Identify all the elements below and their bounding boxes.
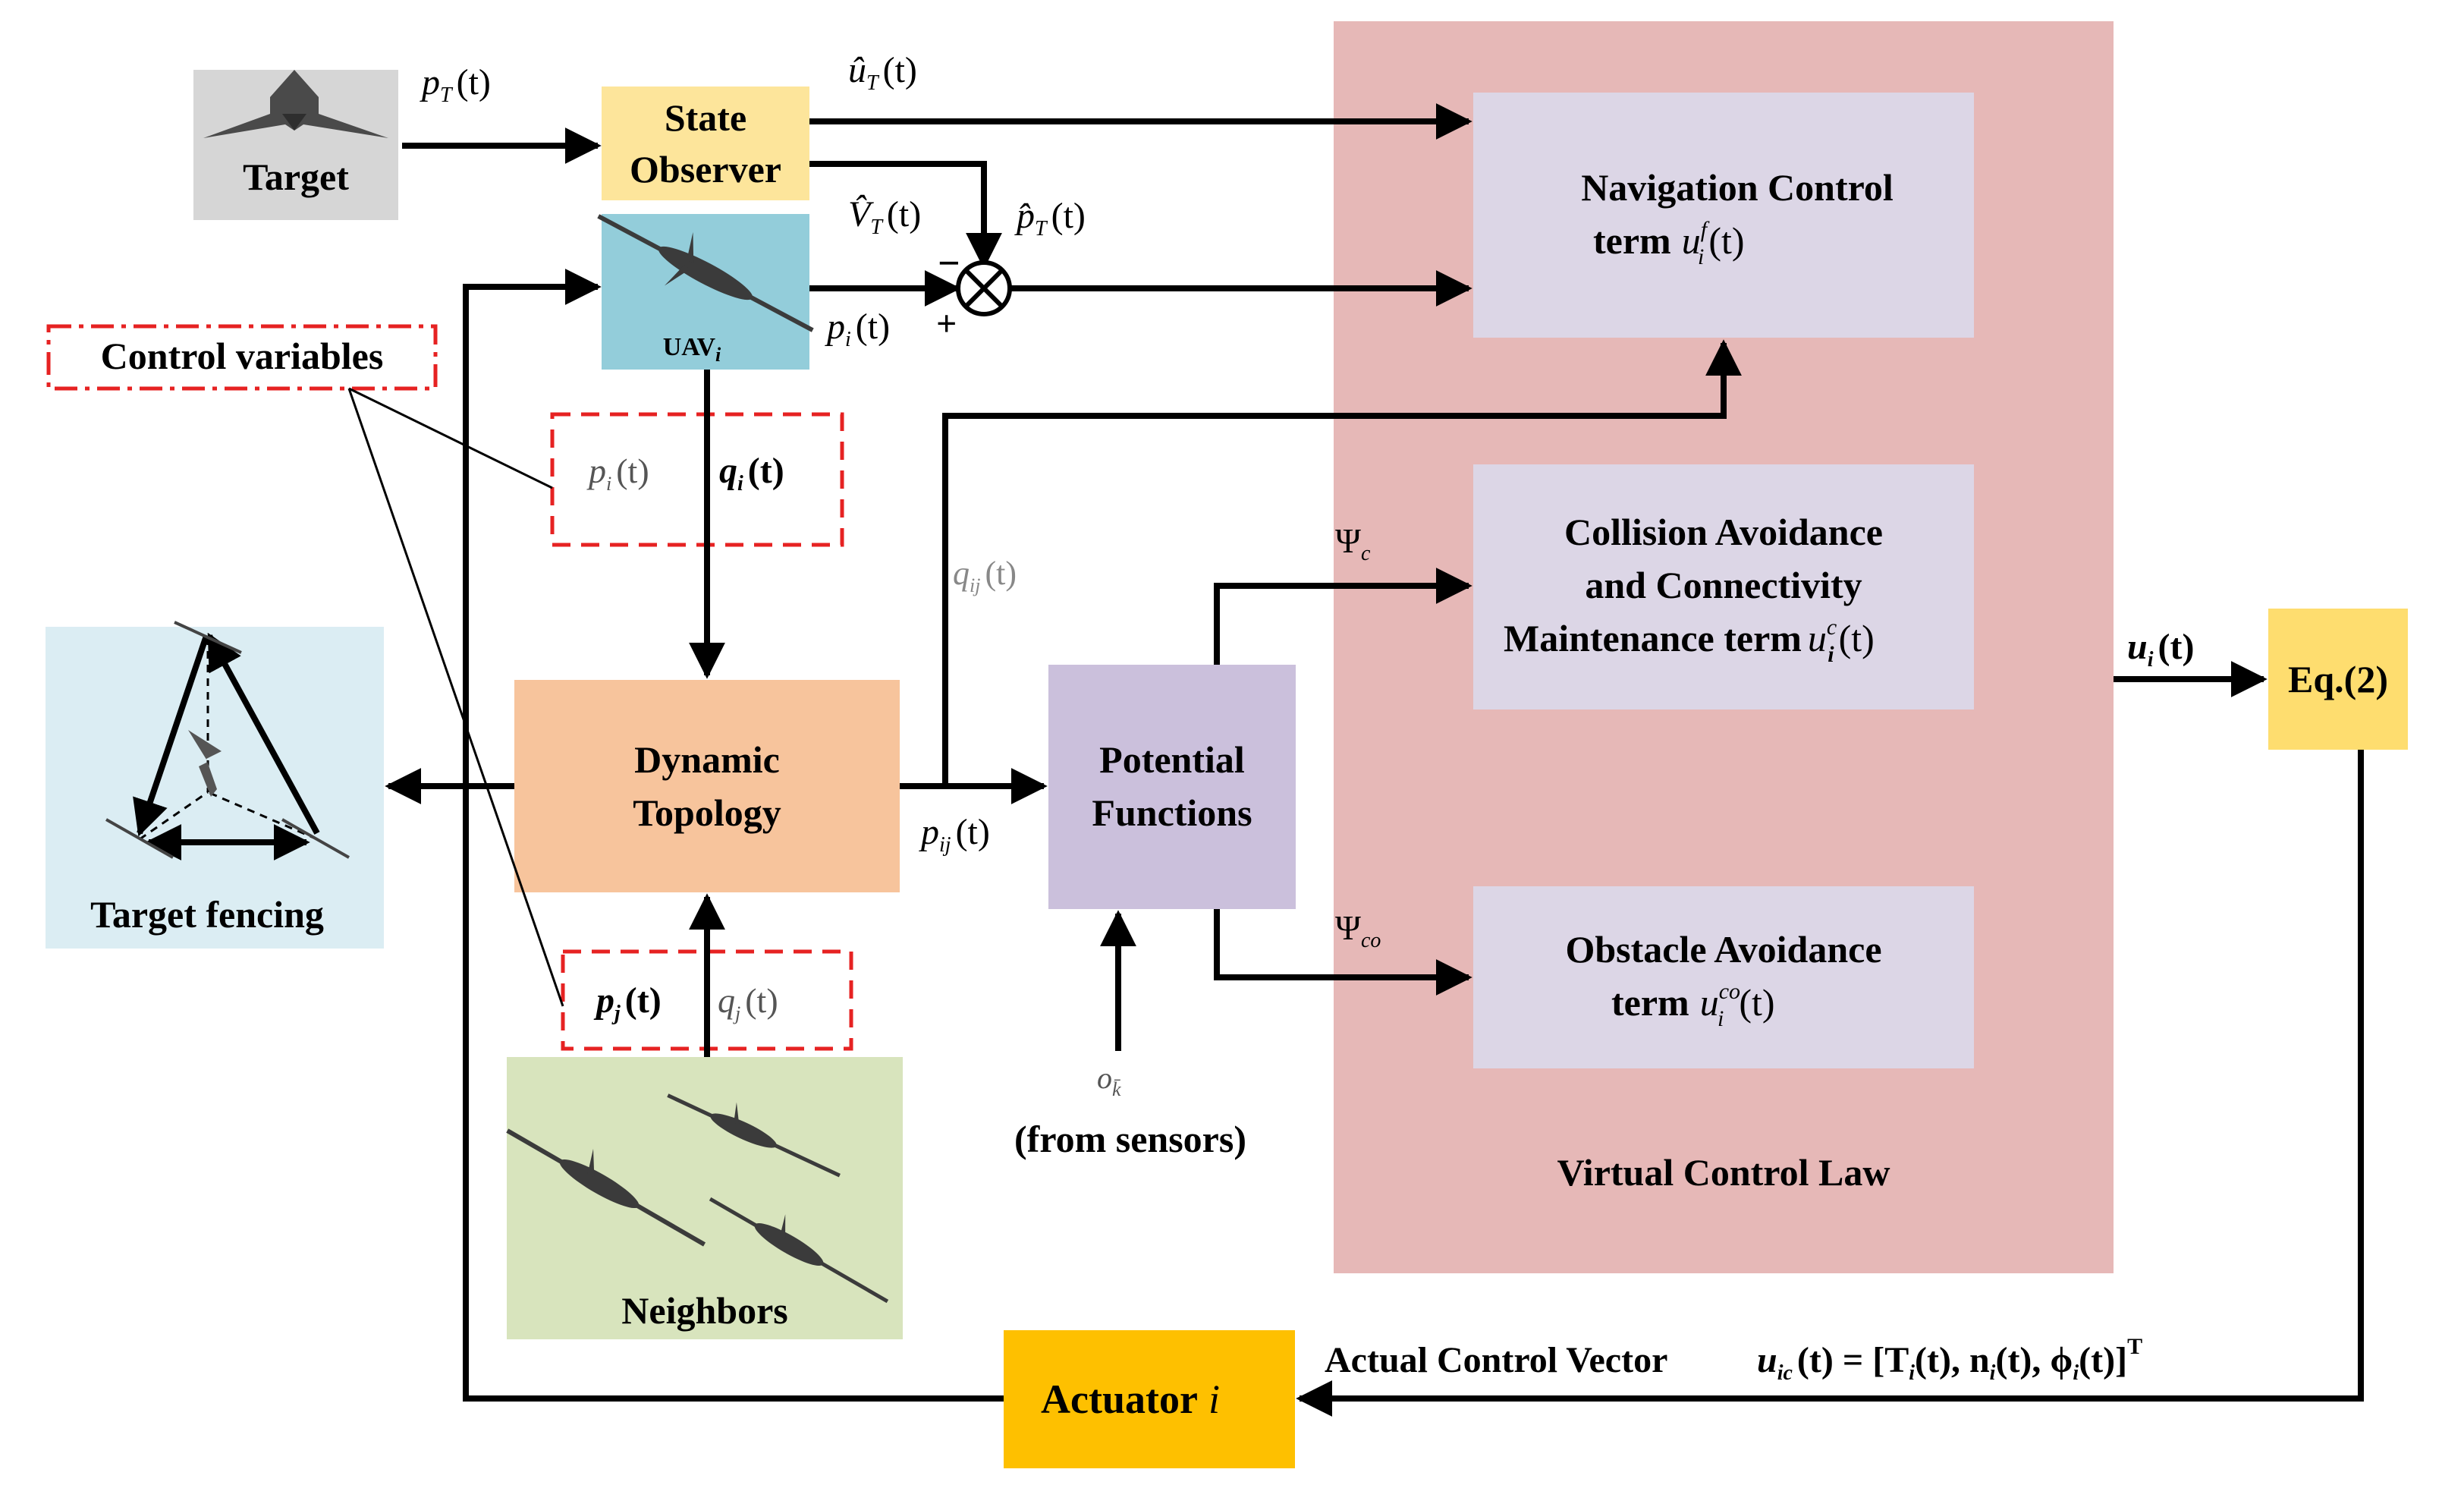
potential-functions-box: [1048, 665, 1296, 909]
eq2-label: Eq.(2): [2288, 658, 2388, 700]
potential-functions-label-1: Potential: [1099, 738, 1245, 781]
collision-avoidance-term-box: [1473, 464, 1974, 709]
annotation-lines: [347, 387, 564, 1007]
uav-box: [602, 214, 809, 370]
collision-label-1: Collision Avoidance: [1564, 511, 1883, 553]
label-p-i-uav: pi(t): [825, 307, 890, 351]
state-observer-label-1: State: [665, 96, 746, 139]
state-observer-label-2: Observer: [630, 148, 781, 190]
label-p-i-box: pi(t): [586, 451, 649, 495]
target-label: Target: [243, 156, 349, 198]
target-fencing-label: Target fencing: [90, 893, 324, 936]
math-labels: pT(t) ûT(t) V̂T(t) p̂T(t) − + pi(t) pi(t…: [420, 50, 2194, 1385]
signal-lines: [385, 103, 2364, 1417]
label-p-j-box: pj(t): [593, 980, 662, 1025]
potential-functions-label-2: Functions: [1092, 791, 1252, 834]
arrow-qij-to-navigation: [942, 339, 1742, 786]
uav-label: UAVi: [663, 333, 721, 366]
neighbors-box: [507, 1057, 903, 1339]
dynamic-topology-label-1: Dynamic: [634, 738, 780, 781]
label-V-T-hat: V̂T(t): [848, 193, 921, 239]
obstacle-label-1: Obstacle Avoidance: [1565, 928, 1881, 971]
label-o-k: ok̄: [1097, 1061, 1121, 1100]
neighbors-label: Neighbors: [621, 1289, 787, 1332]
label-u-i-output: ui(t): [2127, 627, 2194, 672]
uav-icon: [597, 214, 814, 332]
eq2-box: [2268, 609, 2408, 750]
label-q-ij: qij(t): [953, 555, 1017, 596]
label-q-j-box: qj(t): [718, 981, 778, 1024]
target-aircraft-icon: [203, 70, 388, 138]
obstacle-avoidance-term-box: [1473, 886, 1974, 1068]
navigation-control-term-box: [1473, 93, 1974, 338]
navigation-label-1: Navigation Control: [1581, 166, 1894, 209]
label-psi-co: Ψco: [1335, 908, 1381, 952]
label-psi-c: Ψc: [1335, 521, 1371, 565]
virtual-control-law-label: Virtual Control Law: [1557, 1151, 1890, 1194]
state-observer-box: [602, 87, 809, 200]
arrow-potential-to-obstacle: [1214, 909, 1472, 996]
collision-label-2: and Connectivity: [1585, 564, 1862, 606]
arrow-actuator-to-uav: [463, 269, 1004, 1402]
actuator-box: [1004, 1330, 1295, 1468]
arrow-potential-to-collision: [1214, 568, 1472, 665]
junction-plus-sign: +: [936, 304, 957, 344]
arrow-eq2-to-actuator: [1296, 750, 2364, 1417]
junction-minus-sign: −: [938, 242, 960, 285]
dynamic-topology-box: [514, 680, 900, 892]
block-labels: Target State Observer UAVi Control varia…: [90, 96, 2388, 1422]
label-u-T-hat: ûT(t): [848, 50, 917, 95]
dynamic-topology-label-2: Topology: [633, 791, 781, 834]
label-p-ij: pij(t): [919, 812, 990, 857]
control-variables-label: Control variables: [101, 335, 384, 377]
label-actual-control-vector-formula: uic(t) = [Ti(t), ni(t), ϕi(t)]T: [1757, 1334, 2142, 1385]
summing-junction-icon: [956, 260, 1012, 316]
label-p-T: pT(t): [420, 62, 491, 107]
neighbors-uav-icon: [506, 1093, 889, 1304]
pi-qi-dashed-box: [550, 412, 844, 547]
actual-control-vector-label: Actual Control Vector: [1325, 1340, 1667, 1380]
target-fencing-formation-icon: [105, 621, 350, 860]
label-q-i-box: qi(t): [719, 451, 784, 496]
control-variables-dashed-box: [46, 324, 438, 391]
label-p-T-hat: p̂T(t): [1014, 196, 1086, 241]
from-sensors-label: (from sensors): [1014, 1118, 1246, 1160]
arrow-observer-to-junction: [809, 161, 1002, 269]
